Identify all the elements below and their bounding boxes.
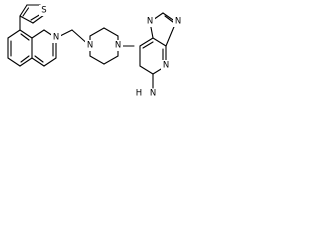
- atom-label-quinoline-n: N: [51, 32, 61, 43]
- piperazine-ring: [89, 27, 119, 65]
- svg-text:N: N: [87, 41, 93, 51]
- svg-text:N: N: [115, 41, 121, 51]
- structure-drawing: S N N N N N N N H: [7, 4, 183, 99]
- atom-label-purine-n9: N: [173, 16, 183, 27]
- svg-text:N: N: [175, 17, 181, 27]
- atom-label-piperazine-n-left: N: [85, 40, 95, 51]
- atom-label-piperazine-n-right: N: [113, 40, 123, 51]
- atom-label-purine-n7: N: [145, 16, 155, 27]
- svg-text:N: N: [163, 61, 169, 71]
- svg-text:N: N: [150, 89, 156, 99]
- svg-text:N: N: [147, 17, 153, 27]
- atom-label-thiophene-s: S: [39, 5, 49, 16]
- atom-label-purine-n1: N: [161, 60, 171, 71]
- quinoline-pyridine-ring: [31, 29, 57, 67]
- svg-text:S: S: [41, 6, 46, 16]
- atom-label-purine-n3h: N H: [134, 88, 158, 99]
- molecule-diagram: S N N N N N N N H: [0, 0, 194, 108]
- svg-text:N: N: [53, 33, 59, 43]
- svg-text:H: H: [136, 89, 142, 99]
- quinoline-benzo-ring: [7, 15, 33, 67]
